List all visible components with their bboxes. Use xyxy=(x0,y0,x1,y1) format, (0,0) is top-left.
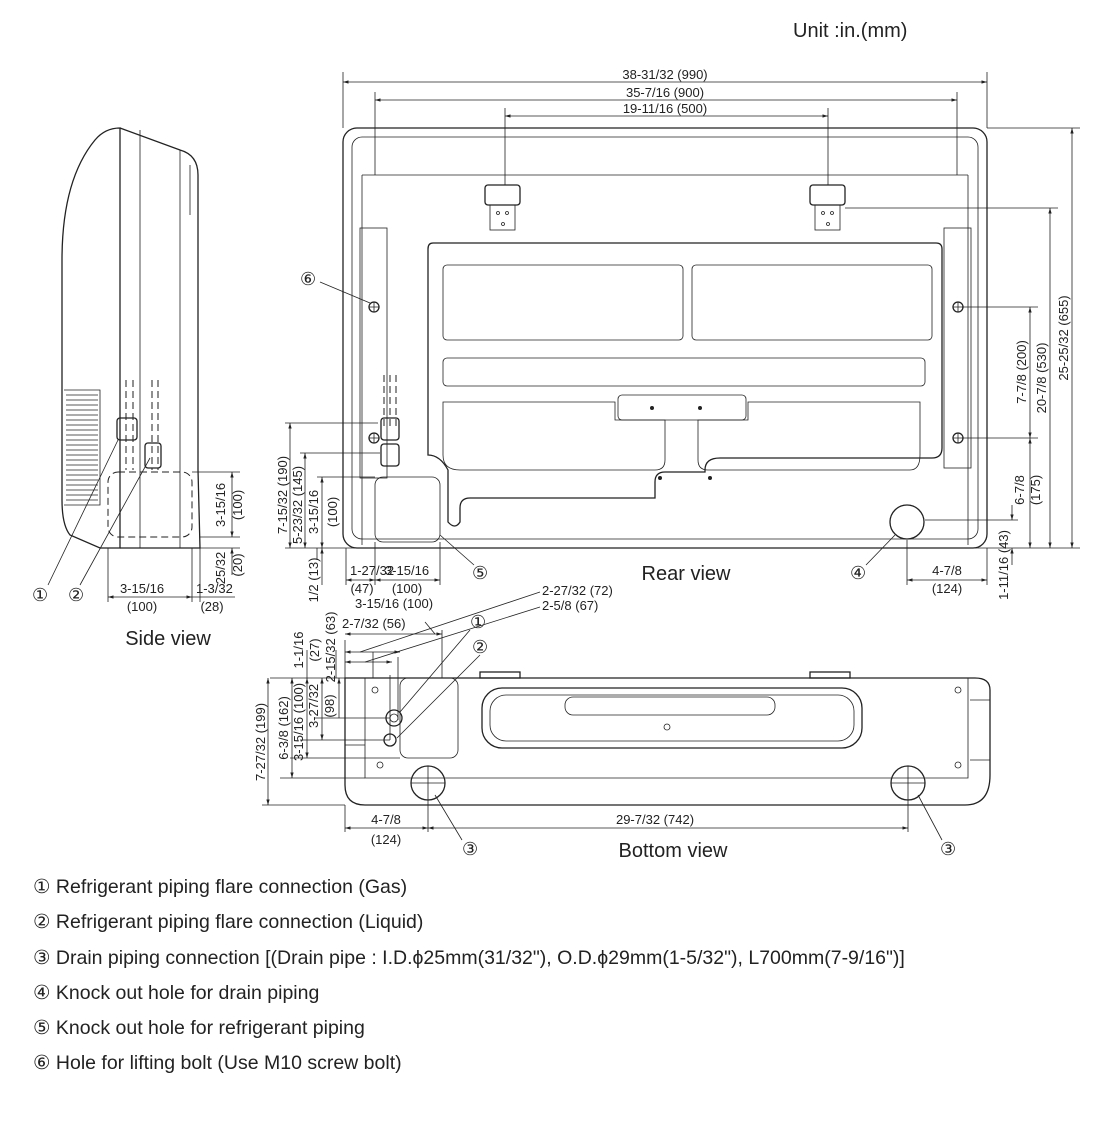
dim-98-mm: (98) xyxy=(322,694,337,717)
dim-width-900: 35-7/16 (900) xyxy=(626,85,704,100)
hanger-left xyxy=(484,184,521,231)
side-marker-2: ② xyxy=(68,585,84,606)
dim-width-47-mm: (47) xyxy=(350,581,373,596)
dim-height-175-mm: (175) xyxy=(1028,475,1043,505)
dim-width-124-mm: (124) xyxy=(932,581,962,596)
side-dim-height-20-mm: (20) xyxy=(230,553,245,576)
marker-6: ⑥ xyxy=(300,269,316,290)
dim-162: 6-3/8 (162) xyxy=(276,696,291,760)
bottom-dim-742: 29-7/32 (742) xyxy=(616,812,694,827)
dim-100v: 3-15/16 (100) xyxy=(291,683,306,761)
legend-item-4: ④ Knock out hole for drain piping xyxy=(33,982,320,1004)
dim-27-mm: (27) xyxy=(307,638,322,661)
dim-width-990: 38-31/32 (990) xyxy=(622,67,707,82)
dim-height-200: 7-7/8 (200) xyxy=(1014,340,1029,404)
side-dim-height-100-mm: (100) xyxy=(230,490,245,520)
dim-height-530: 20-7/8 (530) xyxy=(1034,343,1049,414)
side-dim-width-28-in: 1-3/32 xyxy=(196,581,233,596)
marker-4: ④ xyxy=(850,563,866,584)
side-dim-height-20-in: 25/32 xyxy=(213,552,228,585)
bottom-view: 2-27/32 (72) 2-5/8 (67) 3-15/16 (100) 2-… xyxy=(253,583,991,862)
dim-height-100-mm: (100) xyxy=(325,497,340,527)
dim-98-in: 3-27/32 xyxy=(306,684,321,728)
bottom-view-label: Bottom view xyxy=(619,840,728,862)
side-view-label: Side view xyxy=(125,628,211,650)
dim-height-145: 5-23/32 (145) xyxy=(290,466,305,544)
bottom-marker-3-left: ③ xyxy=(462,839,478,860)
side-dim-height-100-in: 3-15/16 xyxy=(213,483,228,527)
bottom-marker-2: ② xyxy=(472,637,488,658)
dim-199: 7-27/32 (199) xyxy=(253,703,268,781)
legend-item-1: ① Refrigerant piping flare connection (G… xyxy=(33,876,408,898)
dim-width-124-in: 4-7/8 xyxy=(932,563,962,578)
marker-5: ⑤ xyxy=(472,563,488,584)
side-marker-1: ① xyxy=(32,585,48,606)
bottom-marker-3-right: ③ xyxy=(940,839,956,860)
side-dim-width-100-mm: (100) xyxy=(127,599,157,614)
unit-label: Unit :in.(mm) xyxy=(793,20,907,42)
legend-item-5: ⑤ Knock out hole for refrigerant piping xyxy=(33,1017,365,1039)
dim-100: 3-15/16 (100) xyxy=(355,596,433,611)
legend-item-3: ③ Drain piping connection [(Drain pipe :… xyxy=(33,947,905,969)
side-dim-width-28-mm: (28) xyxy=(200,599,223,614)
dim-width-100-mm: (100) xyxy=(392,581,422,596)
dim-63: 2-15/32 (63) xyxy=(323,612,338,683)
legend-item-2: ② Refrigerant piping flare connection (L… xyxy=(33,911,424,933)
bottom-dim-124-in: 4-7/8 xyxy=(371,812,401,827)
hanger-right xyxy=(809,184,846,231)
side-dim-width-100-in: 3-15/16 xyxy=(120,581,164,596)
rear-view: 38-31/32 (990) 35-7/16 (900) 19-11/16 (5… xyxy=(275,67,1080,602)
lifting-hole-icons xyxy=(368,301,964,444)
dim-height-43: 1-11/16 (43) xyxy=(996,530,1011,600)
dim-27-in: 1-1/16 xyxy=(291,632,306,669)
dim-67: 2-5/8 (67) xyxy=(542,598,598,613)
legend-item-6: ⑥ Hole for lifting bolt (Use M10 screw b… xyxy=(33,1052,402,1074)
dim-height-100-in: 3-15/16 xyxy=(306,490,321,534)
bottom-marker-1: ① xyxy=(470,612,486,633)
dim-height-13: 1/2 (13) xyxy=(306,558,321,603)
dim-width-100-in: 3-15/16 xyxy=(385,563,429,578)
dim-56: 2-7/32 (56) xyxy=(342,616,406,631)
dim-72: 2-27/32 (72) xyxy=(542,583,613,598)
refrigerant-knockout xyxy=(374,476,441,543)
dim-height-175-in: 6-7/8 xyxy=(1012,475,1027,505)
dim-height-190: 7-15/32 (190) xyxy=(275,456,290,534)
rear-view-label: Rear view xyxy=(642,563,731,585)
side-view: 3-15/16 (100) 25/32 (20) 3-15/16 (100) 1… xyxy=(32,127,245,650)
dim-width-500: 19-11/16 (500) xyxy=(623,101,707,116)
flare-nut-icons xyxy=(383,709,403,747)
dim-height-655: 25-25/32 (655) xyxy=(1056,295,1071,380)
bottom-dim-124-mm: (124) xyxy=(371,832,401,847)
drain-knockout xyxy=(889,504,925,540)
dim-width-47-in: 1-27/32 xyxy=(350,563,394,578)
side-grille xyxy=(66,394,98,501)
